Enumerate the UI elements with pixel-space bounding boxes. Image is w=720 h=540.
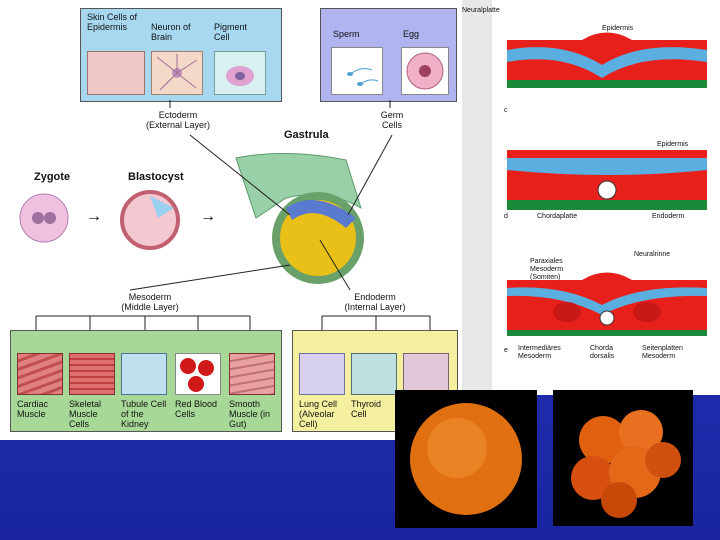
cs-bottom-label-a: Paraxiales Mesoderm (Somiten) <box>530 258 564 281</box>
ectoderm-label-line1: Ectoderm <box>158 110 198 120</box>
mesoderm-label-line2: (Middle Layer) <box>121 302 179 312</box>
cs-middle-label-a: Epidermis <box>657 141 689 148</box>
skin-cell-image <box>87 51 145 95</box>
red-blood-cells-label: Red Blood Cells <box>175 399 218 419</box>
germ-cell-label-egg: Egg <box>403 29 420 39</box>
blastocyst-icon <box>120 190 180 250</box>
egg-image <box>401 47 449 95</box>
kidney-tubule-label: Tubule Cell of the Kidney <box>121 399 167 429</box>
lung-cell-image <box>299 353 345 395</box>
mesoderm-box: Cardiac Muscle Skeletal Muscle Cells Tub… <box>10 330 282 432</box>
kidney-tubule-image <box>121 353 167 395</box>
skeletal-muscle-label: Skeletal Muscle Cells <box>69 399 102 429</box>
egg-icon <box>406 52 444 90</box>
zygote-icon <box>19 193 69 243</box>
lung-cell-label: Lung Cell (Alveolar Cell) <box>299 399 338 429</box>
ectoderm-label: Ectoderm (External Layer) <box>138 110 218 130</box>
cross-section-middle <box>507 150 707 210</box>
cross-section-bottom <box>507 272 707 336</box>
gastrula-title: Gastrula <box>284 129 329 141</box>
cs-bottom-label-d: Chorda dorsalis <box>590 345 615 360</box>
germ-label-line1: Germ <box>380 110 404 120</box>
smooth-muscle-image <box>229 353 275 395</box>
thyroid-cell-label: Thyroid Cell <box>351 399 382 419</box>
arrow-1: → <box>86 208 102 225</box>
cardiac-muscle-label: Cardiac Muscle <box>17 399 49 419</box>
sperm-image <box>331 47 383 95</box>
neurulation-cross-sections: Epidermis Neuralplatte c Epidermis Chord… <box>462 0 720 395</box>
germ-cells-label: Germ Cells <box>372 110 412 130</box>
cs-bottom-label-e: Seitenplatten Mesoderm <box>642 345 683 360</box>
gray-edge <box>462 0 492 395</box>
zygote-title: Zygote <box>34 171 71 183</box>
cross-section-top <box>507 32 707 88</box>
germ-cell-label-sperm: Sperm <box>333 29 360 39</box>
sperm-icon <box>347 68 379 86</box>
cardiac-muscle-image <box>17 353 63 395</box>
thyroid-cell-image <box>351 353 397 395</box>
mesoderm-label-line1: Mesoderm <box>128 292 172 302</box>
germ-label-line2: Cells <box>381 120 402 130</box>
endoderm-label-line2: (Internal Layer) <box>344 302 406 312</box>
endoderm-cell-image-3 <box>403 353 449 395</box>
cs-top-letter: c <box>504 107 508 114</box>
cs-middle-letter: d <box>504 213 508 220</box>
arrow-2: → <box>200 208 216 225</box>
skeletal-muscle-image <box>69 353 115 395</box>
ectoderm-box: Skin Cells of Epidermis Neuron of Brain … <box>80 8 282 102</box>
ectoderm-cell-label-neuron: Neuron of Brain <box>151 22 191 42</box>
red-blood-cells-icon <box>180 358 214 392</box>
morula-photo-image <box>571 410 681 518</box>
germ-cells-box: Sperm Egg <box>320 8 457 102</box>
zygote-photo-image <box>410 403 522 515</box>
blastocyst-title: Blastocyst <box>128 171 184 183</box>
cs-top-label-a: Epidermis <box>602 25 634 32</box>
cs-bottom-label-b: Neuralrinne <box>634 251 671 258</box>
morula-photo <box>553 390 693 526</box>
cs-middle-label-b: Chordaplatte <box>537 213 578 220</box>
ectoderm-label-line2: (External Layer) <box>145 120 211 130</box>
mesoderm-label: Mesoderm (Middle Layer) <box>100 292 200 312</box>
red-blood-cells-image <box>175 353 221 395</box>
cs-top-label-b: Neuralplatte <box>462 7 500 14</box>
cs-middle-label-c: Endoderm <box>652 213 685 220</box>
gastrula-icon <box>235 152 364 284</box>
cs-bottom-letter: e <box>504 347 508 354</box>
pigment-cell-icon <box>226 66 254 86</box>
endoderm-box: Lung Cell (Alveolar Cell) Thyroid Cell <box>292 330 458 432</box>
pigment-cell-image <box>214 51 266 95</box>
endoderm-label: Endoderm (Internal Layer) <box>330 292 420 312</box>
neuron-icon <box>156 54 198 91</box>
cs-bottom-label-c: Intermediäres Mesoderm <box>518 345 561 360</box>
neuron-cell-image <box>151 51 203 95</box>
endoderm-label-line1: Endoderm <box>354 292 396 302</box>
ectoderm-cell-label-skin: Skin Cells of Epidermis <box>87 12 138 32</box>
zygote-photo <box>395 390 537 528</box>
ectoderm-cell-label-pigment: Pigment Cell <box>214 22 248 42</box>
smooth-muscle-label: Smooth Muscle (in Gut) <box>229 399 271 429</box>
connector-lines <box>35 100 431 334</box>
germ-layer-diagram: Skin Cells of Epidermis Neuron of Brain … <box>10 0 463 440</box>
